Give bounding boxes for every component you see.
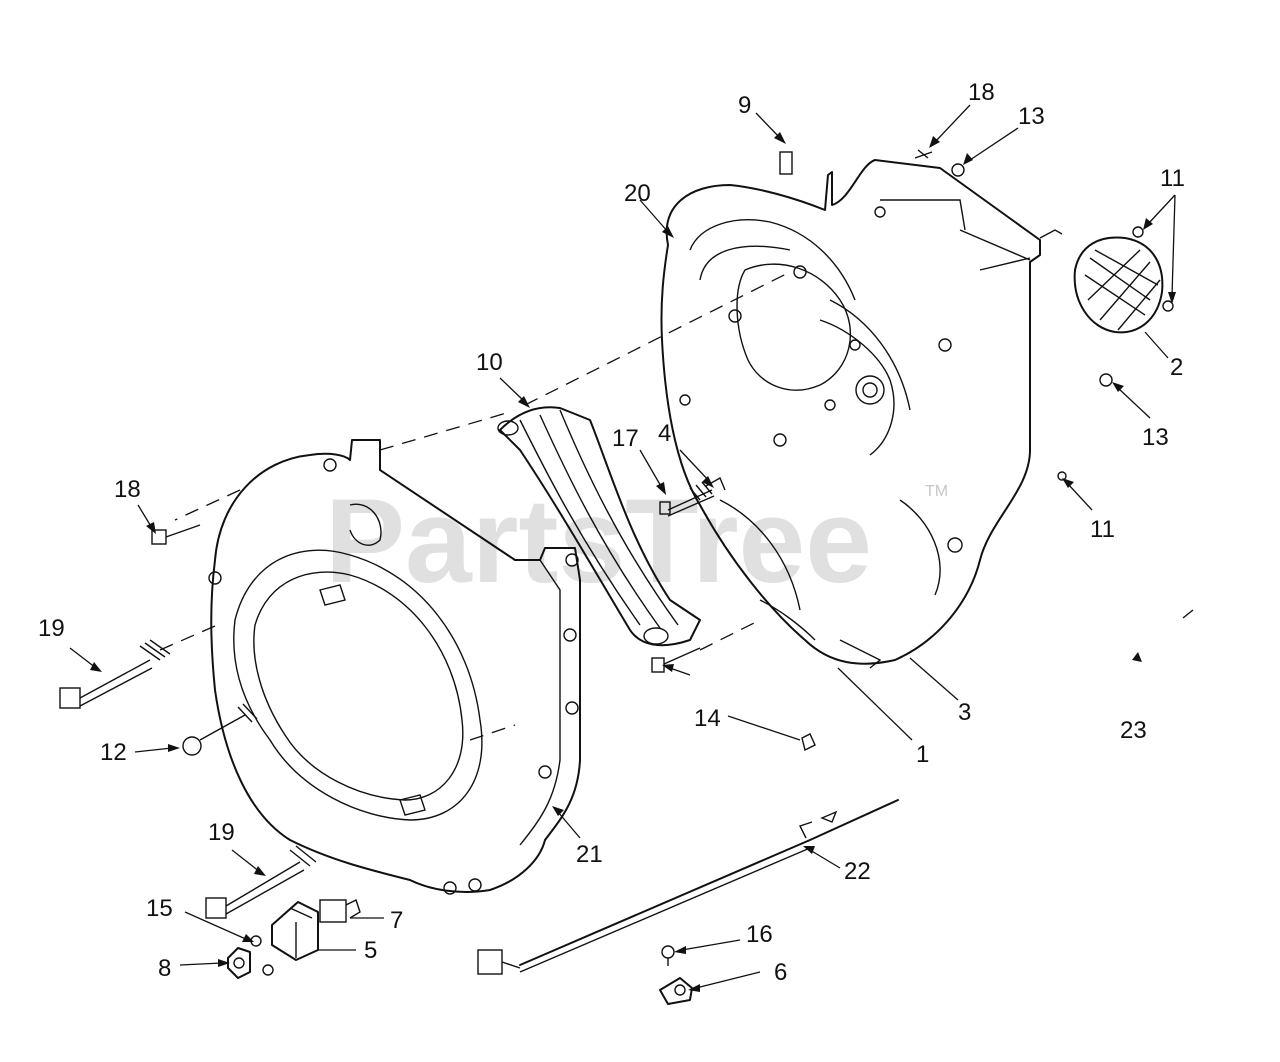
watermark-tm: TM — [925, 483, 948, 500]
callout-14: 14 — [694, 705, 721, 732]
callout-16: 16 — [746, 921, 773, 948]
leader-lines — [69, 104, 1176, 992]
callout-4: 4 — [658, 420, 671, 447]
watermark-brand: PartsTree — [325, 474, 872, 608]
callout-18-top: 18 — [968, 79, 995, 106]
callout-20: 20 — [624, 180, 651, 207]
fasteners — [59, 476, 1194, 919]
callout-5: 5 — [364, 937, 377, 964]
callout-22: 22 — [844, 858, 871, 885]
inner-shroud-part-1 — [719, 499, 816, 641]
wire-harness-part-22 — [477, 799, 899, 975]
callout-7: 7 — [390, 907, 403, 934]
front-housing-part-21 — [208, 439, 581, 895]
callout-1: 1 — [916, 741, 929, 768]
callout-19-top: 19 — [38, 615, 65, 642]
callout-12: 12 — [100, 739, 127, 766]
callout-17: 17 — [612, 425, 639, 452]
callout-9: 9 — [738, 92, 751, 119]
callouts: 9 18 13 11 20 2 10 13 17 4 18 11 19 3 14… — [38, 79, 1185, 986]
baffle-part-10 — [497, 406, 701, 647]
callout-3: 3 — [958, 699, 971, 726]
callout-10: 10 — [476, 349, 503, 376]
callout-15: 15 — [146, 895, 173, 922]
callout-11-right: 11 — [1090, 516, 1115, 543]
callout-23: 23 — [1120, 717, 1147, 744]
callout-11-top: 11 — [1160, 165, 1185, 192]
rear-housing-part-20 — [660, 159, 1041, 669]
alignment-lines — [159, 271, 791, 741]
callout-13-right: 13 — [1142, 424, 1169, 451]
small-components — [227, 899, 693, 1005]
callout-8: 8 — [158, 955, 171, 982]
callout-6: 6 — [774, 959, 787, 986]
top-hardware — [779, 149, 1113, 481]
grille-part-2 — [1073, 226, 1174, 334]
callout-2: 2 — [1170, 354, 1183, 381]
callout-21: 21 — [576, 841, 603, 868]
callout-13-top: 13 — [1018, 103, 1045, 130]
callout-18-left: 18 — [114, 476, 141, 503]
callout-19-bottom: 19 — [208, 819, 235, 846]
